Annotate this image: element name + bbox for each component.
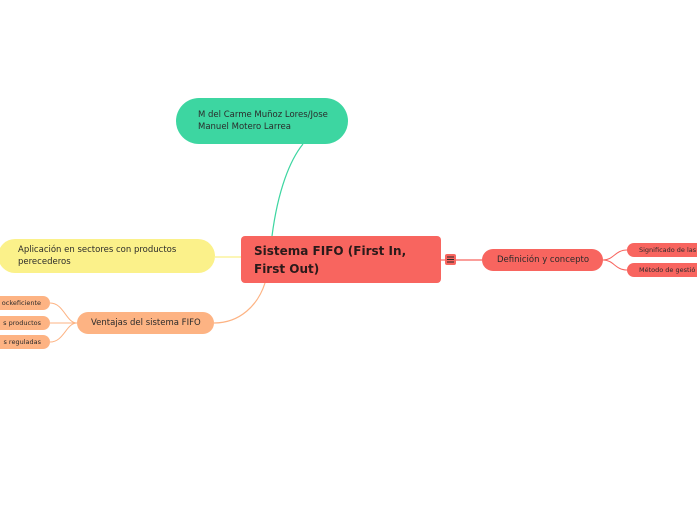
menu-lines-icon (447, 256, 454, 263)
collapse-toggle-icon[interactable] (445, 254, 456, 265)
ventajas-item-label: s productos (3, 319, 41, 327)
ventajas-item-label: ockeficiente (1, 299, 41, 307)
ventajas-node-label: Ventajas del sistema FIFO (91, 318, 201, 328)
root-node-label: Sistema FIFO (First In, First Out) (254, 243, 407, 276)
link-author (271, 143, 304, 237)
definicion-node[interactable]: Definición y concepto (482, 249, 603, 271)
ventajas-item-1[interactable]: ockeficiente (0, 296, 50, 310)
definicion-item-2[interactable]: Método de gestió (627, 263, 697, 277)
ventajas-item-label: s reguladas (3, 338, 41, 346)
definicion-node-label: Definición y concepto (497, 255, 590, 265)
link-ventajas (213, 282, 266, 324)
definicion-item-label: Significado de las (639, 246, 697, 254)
author-node-label: M del Carme Muñoz Lores/Jose Manuel Mote… (198, 110, 328, 132)
author-node[interactable]: M del Carme Muñoz Lores/Jose Manuel Mote… (176, 98, 348, 144)
link-vent-item-1 (49, 302, 78, 324)
root-node[interactable]: Sistema FIFO (First In, First Out) (241, 236, 441, 283)
ventajas-node[interactable]: Ventajas del sistema FIFO (77, 312, 214, 334)
link-def-item-1 (602, 249, 628, 261)
aplicacion-node-label: Aplicación en sectores con productos per… (18, 245, 177, 267)
definicion-item-label: Método de gestió (639, 266, 696, 274)
definicion-item-1[interactable]: Significado de las (627, 243, 697, 257)
ventajas-item-2[interactable]: s productos (0, 316, 50, 330)
aplicacion-node[interactable]: Aplicación en sectores con productos per… (0, 239, 215, 273)
link-def-item-2 (602, 259, 628, 271)
link-vent-item-3 (49, 322, 78, 343)
ventajas-item-3[interactable]: s reguladas (0, 335, 50, 349)
